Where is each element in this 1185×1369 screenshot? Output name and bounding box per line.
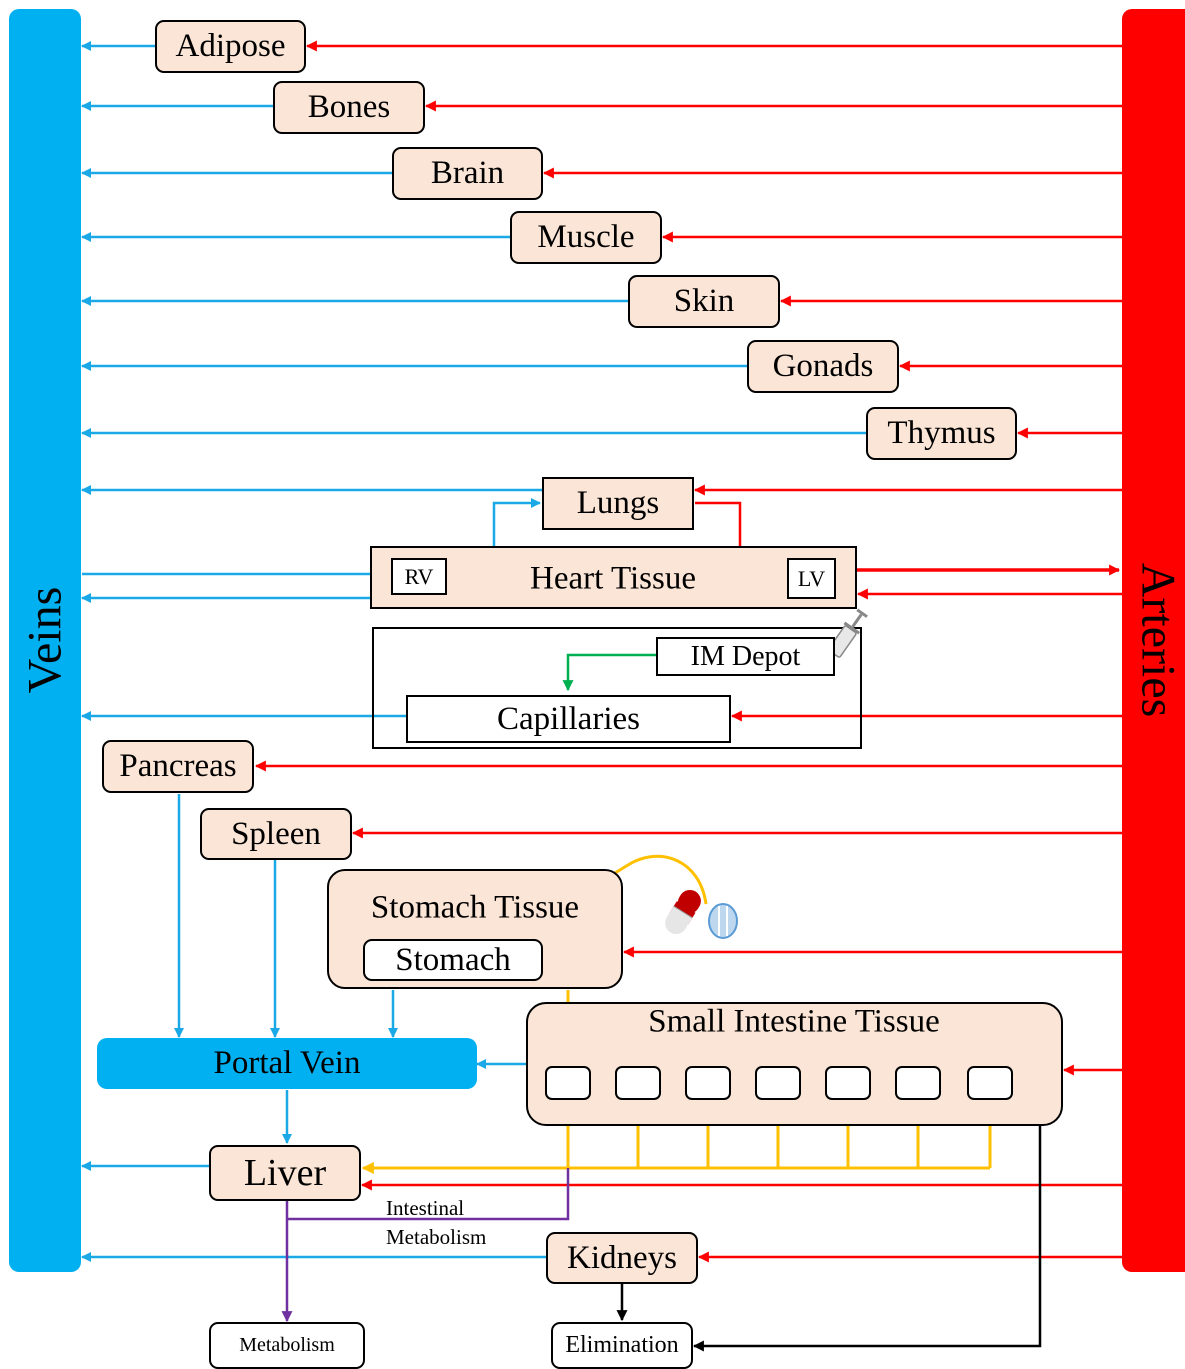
small-intestine-tissue-node [526, 1002, 1063, 1126]
metabolism-node: Metabolism [209, 1322, 365, 1369]
small-intestine-tissue-label: Small Intestine Tissue [648, 1003, 940, 1040]
arteries-bar [1122, 9, 1185, 1272]
intestine-segment [545, 1066, 591, 1100]
muscle-node: Muscle [510, 211, 662, 264]
im-depot-to-capillaries [562, 653, 656, 692]
lv-node: LV [787, 558, 836, 599]
capillaries-node: Capillaries [406, 695, 731, 743]
syringe-icon [826, 608, 868, 664]
kidneys-node: Kidneys [546, 1232, 698, 1284]
intestine-segment [967, 1066, 1013, 1100]
elimination-node: Elimination [551, 1322, 693, 1369]
intestine-segment [685, 1066, 731, 1100]
lungs-node: Lungs [542, 477, 694, 530]
im-depot-node: IM Depot [656, 637, 835, 676]
intestinal-metabolism-line [287, 1168, 570, 1221]
bones-node: Bones [273, 81, 425, 134]
rv-node: RV [391, 558, 447, 595]
adipose-node: Adipose [155, 20, 306, 73]
intestine-segment [825, 1066, 871, 1100]
segments-to-liver [363, 1100, 992, 1168]
skin-node: Skin [628, 275, 780, 328]
intestinal-metabolism-label-1: Intestinal [386, 1196, 465, 1220]
capsule-icon [665, 889, 701, 935]
intestine-segment [895, 1066, 941, 1100]
stomach-tissue-label: Stomach Tissue [370, 889, 580, 926]
metabolism-flows [281, 1168, 570, 1323]
brain-node: Brain [392, 147, 543, 200]
stomach-node: Stomach [363, 939, 543, 981]
venous-flows [81, 41, 866, 1262]
intestine-segment [615, 1066, 661, 1100]
heart-tissue-label: Heart Tissue [530, 560, 696, 597]
intestine-segment [755, 1066, 801, 1100]
arteries-label: Arteries [1131, 562, 1185, 718]
veins-label: Veins [18, 586, 72, 694]
arterial-flows [254, 40, 1122, 1263]
tablet-icon [708, 903, 738, 939]
intestinal-metabolism-label-2: Metabolism [386, 1225, 487, 1249]
veins-bar [9, 9, 81, 1272]
thymus-node: Thymus [866, 407, 1017, 460]
liver-node: Liver [209, 1145, 361, 1201]
gonads-node: Gonads [747, 340, 899, 393]
portal-vein-node: Portal Vein [97, 1038, 477, 1089]
pancreas-node: Pancreas [102, 740, 254, 793]
heart-tissue-node [370, 546, 857, 609]
im-region-outline [372, 627, 862, 749]
spleen-node: Spleen [200, 808, 352, 860]
